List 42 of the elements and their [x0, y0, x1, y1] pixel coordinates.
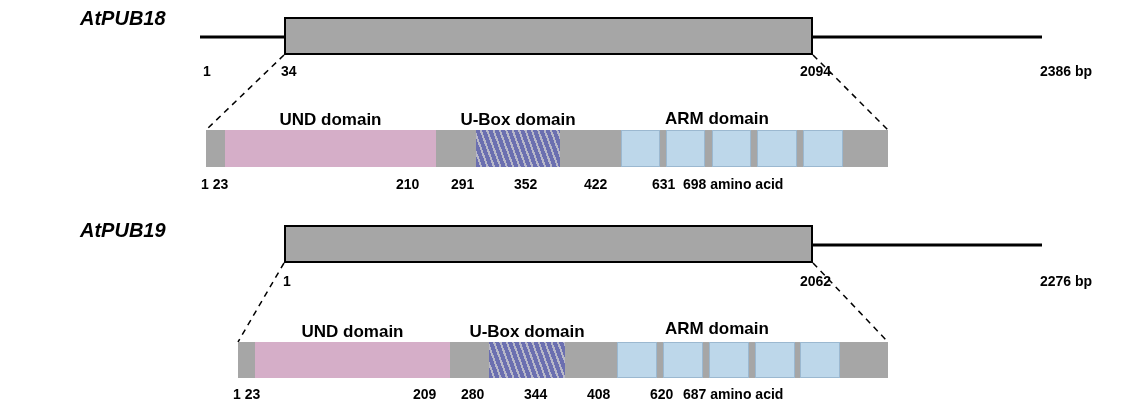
position-number: 2094 [800, 64, 832, 78]
arm-repeat-box [757, 130, 797, 167]
position-number: 280 [461, 387, 485, 401]
domain-label: ARM domain [665, 320, 769, 337]
position-number: 34 [281, 64, 297, 78]
projection-line [237, 262, 285, 343]
arm-repeat-box [666, 130, 705, 167]
arm-repeat-box [621, 130, 660, 167]
arm-repeat-box [712, 130, 751, 167]
projection-line [812, 54, 889, 131]
position-number: 1 23 [201, 177, 229, 191]
position-number: 422 [584, 177, 608, 191]
position-number: 2386 bp [1040, 64, 1093, 78]
position-number: 210 [396, 177, 420, 191]
position-number: 687 amino acid [683, 387, 784, 401]
position-number: 1 23 [233, 387, 261, 401]
position-number: 2062 [800, 274, 832, 288]
position-number: 1 [203, 64, 211, 78]
position-number: 291 [451, 177, 475, 191]
arm-repeat-box [800, 342, 840, 378]
domain-label: UND domain [279, 111, 382, 128]
position-number: 698 amino acid [683, 177, 784, 191]
gene-name: AtPUB18 [80, 8, 166, 28]
position-number: 2276 bp [1040, 274, 1093, 288]
arm-repeat-box [663, 342, 703, 378]
position-number: 408 [587, 387, 611, 401]
coding-region-box [284, 225, 813, 263]
domain-label: U-Box domain [460, 111, 576, 128]
arm-repeat-box [755, 342, 795, 378]
domain-label: UND domain [301, 323, 404, 340]
arm-repeat-box [617, 342, 657, 378]
domain-label: U-Box domain [469, 323, 585, 340]
gene-name: AtPUB19 [80, 220, 166, 240]
domain-label: ARM domain [665, 110, 769, 127]
arm-repeat-box [709, 342, 749, 378]
coding-region-box [284, 17, 813, 55]
position-number: 631 [652, 177, 676, 191]
position-number: 620 [650, 387, 674, 401]
projection-line [205, 54, 285, 131]
position-number: 352 [514, 177, 538, 191]
arm-repeat-box [803, 130, 843, 167]
position-number: 1 [283, 274, 291, 288]
